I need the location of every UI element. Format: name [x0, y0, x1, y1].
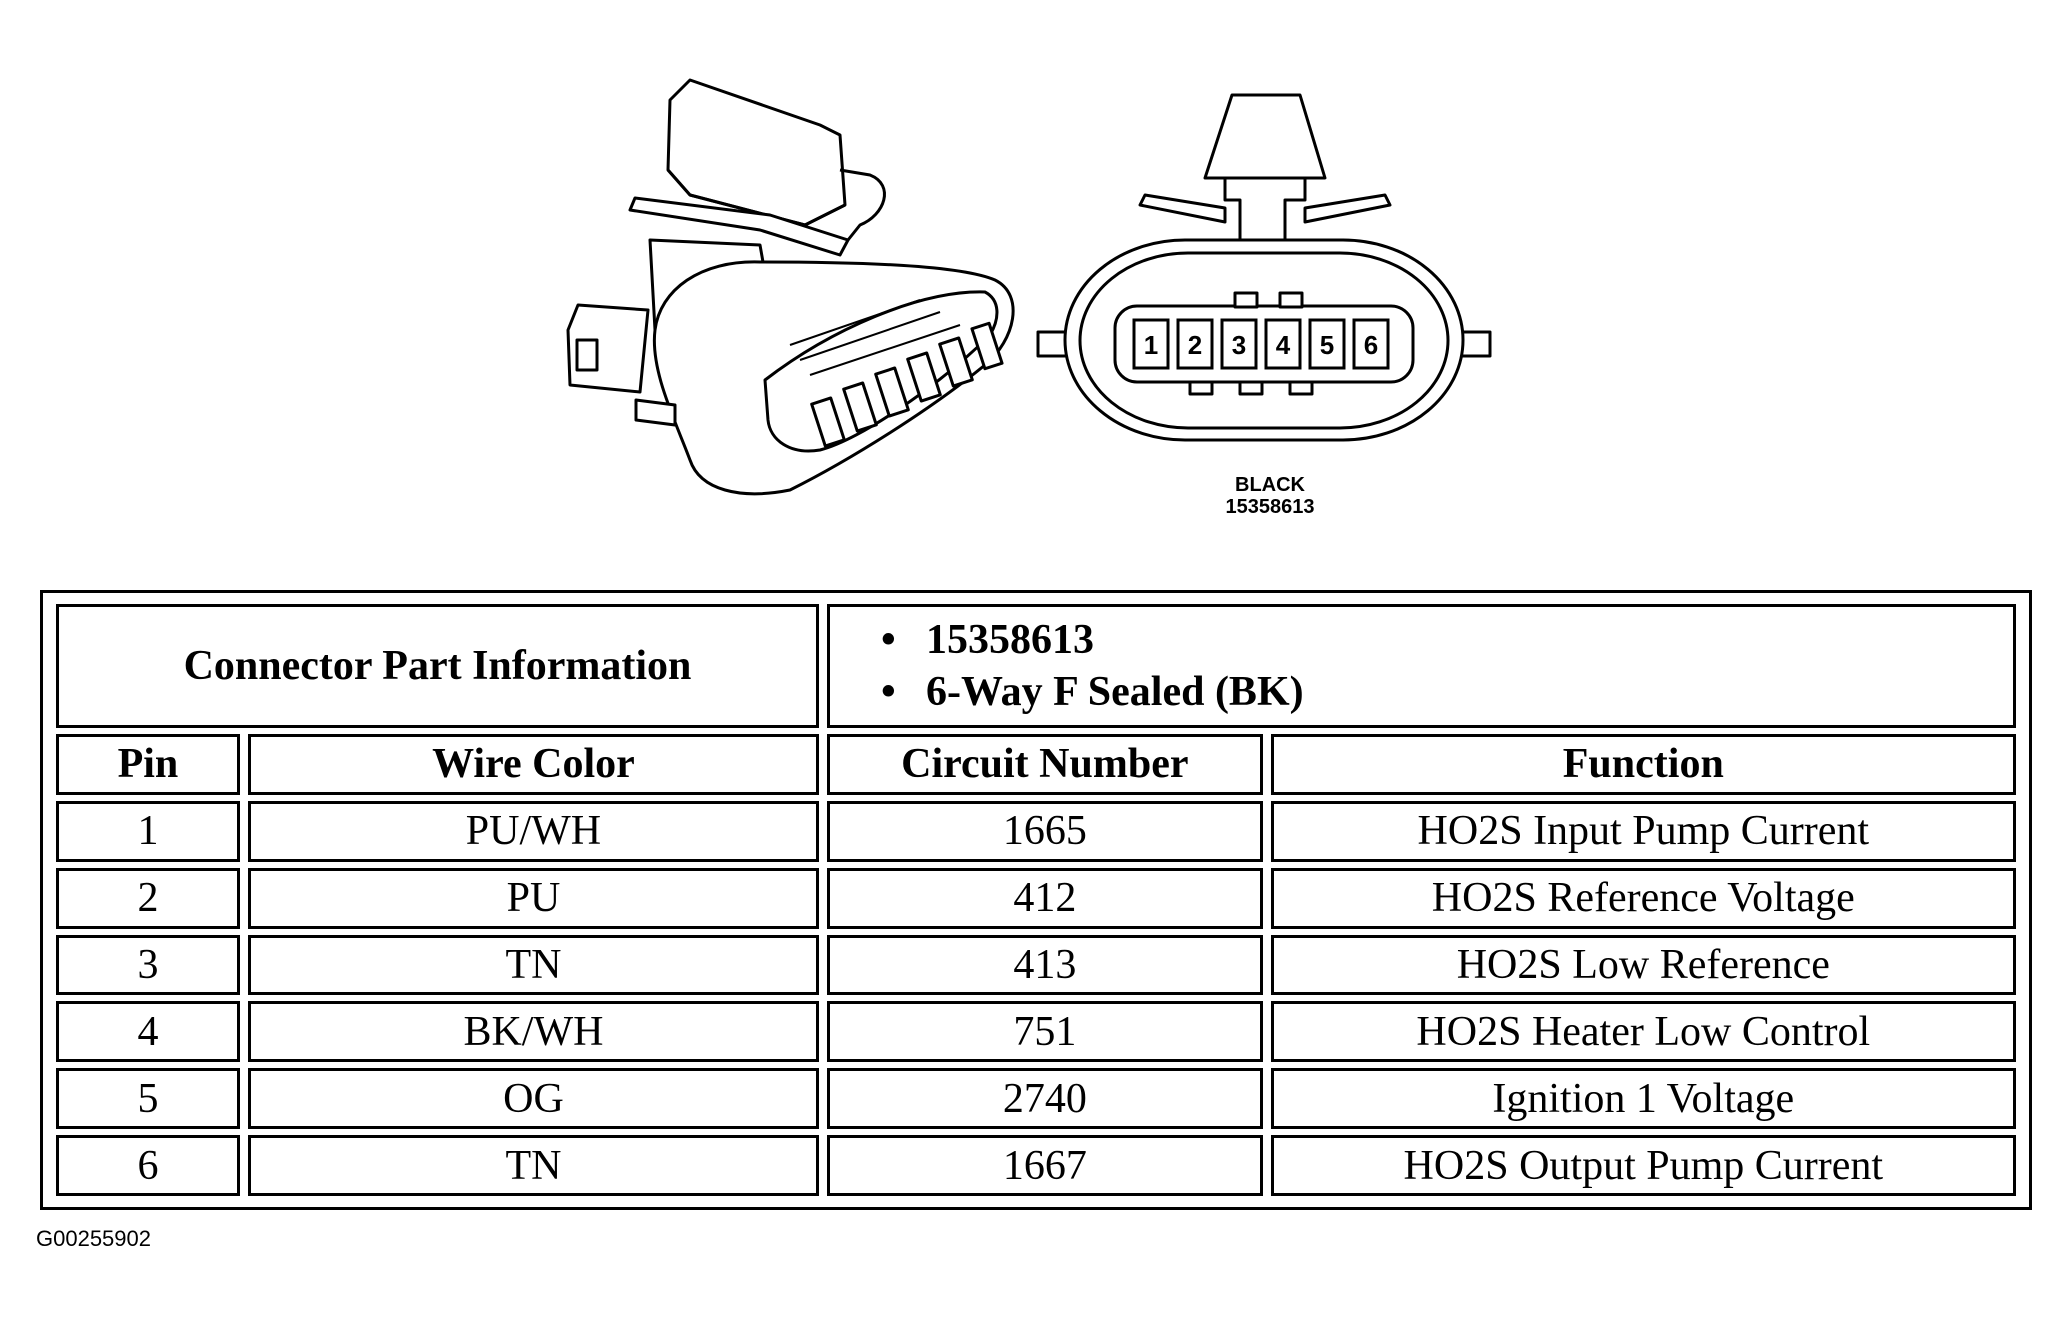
figure-id: G00255902	[36, 1226, 151, 1251]
connector-part-number-label: 15358613	[1225, 496, 1315, 518]
part-info-item: 6-Way F Sealed (BK)	[881, 666, 2007, 718]
function-cell: Ignition 1 Voltage	[1270, 1068, 2016, 1130]
pin-cavity	[1308, 318, 1346, 370]
pin-number-label: 3	[1232, 330, 1246, 360]
wire-color-cell: OG	[247, 1068, 820, 1130]
wire-color-cell: BK/WH	[247, 1001, 820, 1063]
wire-color-cell: TN	[247, 1135, 820, 1196]
circuit-number-cell: 1667	[827, 1135, 1263, 1196]
circuit-number-cell: 751	[827, 1001, 1263, 1063]
connector-face-view	[1036, 93, 1492, 442]
connector-info-table-frame: Connector Part Information 15358613 6-Wa…	[40, 590, 2032, 1210]
pin-cavity	[1264, 318, 1302, 370]
pin-cavity	[1352, 318, 1390, 370]
header-wire-color: Wire Color	[247, 733, 820, 795]
wire-color-cell: PU	[247, 867, 820, 929]
circuit-number-cell: 413	[827, 934, 1263, 996]
pin-cell: 6	[56, 1135, 240, 1196]
header-function: Function	[1270, 733, 2016, 795]
table-header-row: Pin Wire Color Circuit Number Function	[56, 733, 2016, 795]
function-cell: HO2S Low Reference	[1270, 934, 2016, 996]
pin-cell: 3	[56, 934, 240, 996]
function-cell: HO2S Output Pump Current	[1270, 1135, 2016, 1196]
connector-isometric-view	[566, 78, 1015, 496]
pin-cavity	[1220, 318, 1258, 370]
pin-cavity	[1132, 318, 1170, 370]
wire-color-cell: PU/WH	[247, 800, 820, 862]
function-cell: HO2S Heater Low Control	[1270, 1001, 2016, 1063]
part-info-item: 15358613	[881, 614, 2007, 666]
pin-number-label: 4	[1276, 330, 1291, 360]
circuit-number-cell: 1665	[827, 800, 1263, 862]
function-cell: HO2S Reference Voltage	[1270, 867, 2016, 929]
connector-info-table: Connector Part Information 15358613 6-Wa…	[48, 598, 2024, 1202]
header-circuit-number: Circuit Number	[827, 733, 1263, 795]
pin-cell: 4	[56, 1001, 240, 1063]
pin-number-label: 1	[1144, 330, 1158, 360]
connector-color-label: BLACK	[1235, 474, 1305, 496]
pin-number-label: 6	[1364, 330, 1378, 360]
pin-cell: 2	[56, 867, 240, 929]
part-info-label: Connector Part Information	[56, 604, 820, 728]
part-info-list: 15358613 6-Way F Sealed (BK)	[836, 614, 2007, 718]
header-pin: Pin	[56, 733, 240, 795]
wire-color-cell: TN	[247, 934, 820, 996]
circuit-number-cell: 2740	[827, 1068, 1263, 1130]
part-info-cell: 15358613 6-Way F Sealed (BK)	[827, 604, 2016, 728]
pin-number-label: 5	[1320, 330, 1334, 360]
pin-number-label: 2	[1188, 330, 1202, 360]
pin-cell: 1	[56, 800, 240, 862]
function-cell: HO2S Input Pump Current	[1270, 800, 2016, 862]
circuit-number-cell: 412	[827, 867, 1263, 929]
pin-cell: 5	[56, 1068, 240, 1130]
part-info-row: Connector Part Information 15358613 6-Wa…	[56, 604, 2016, 728]
pin-cavity	[1176, 318, 1214, 370]
